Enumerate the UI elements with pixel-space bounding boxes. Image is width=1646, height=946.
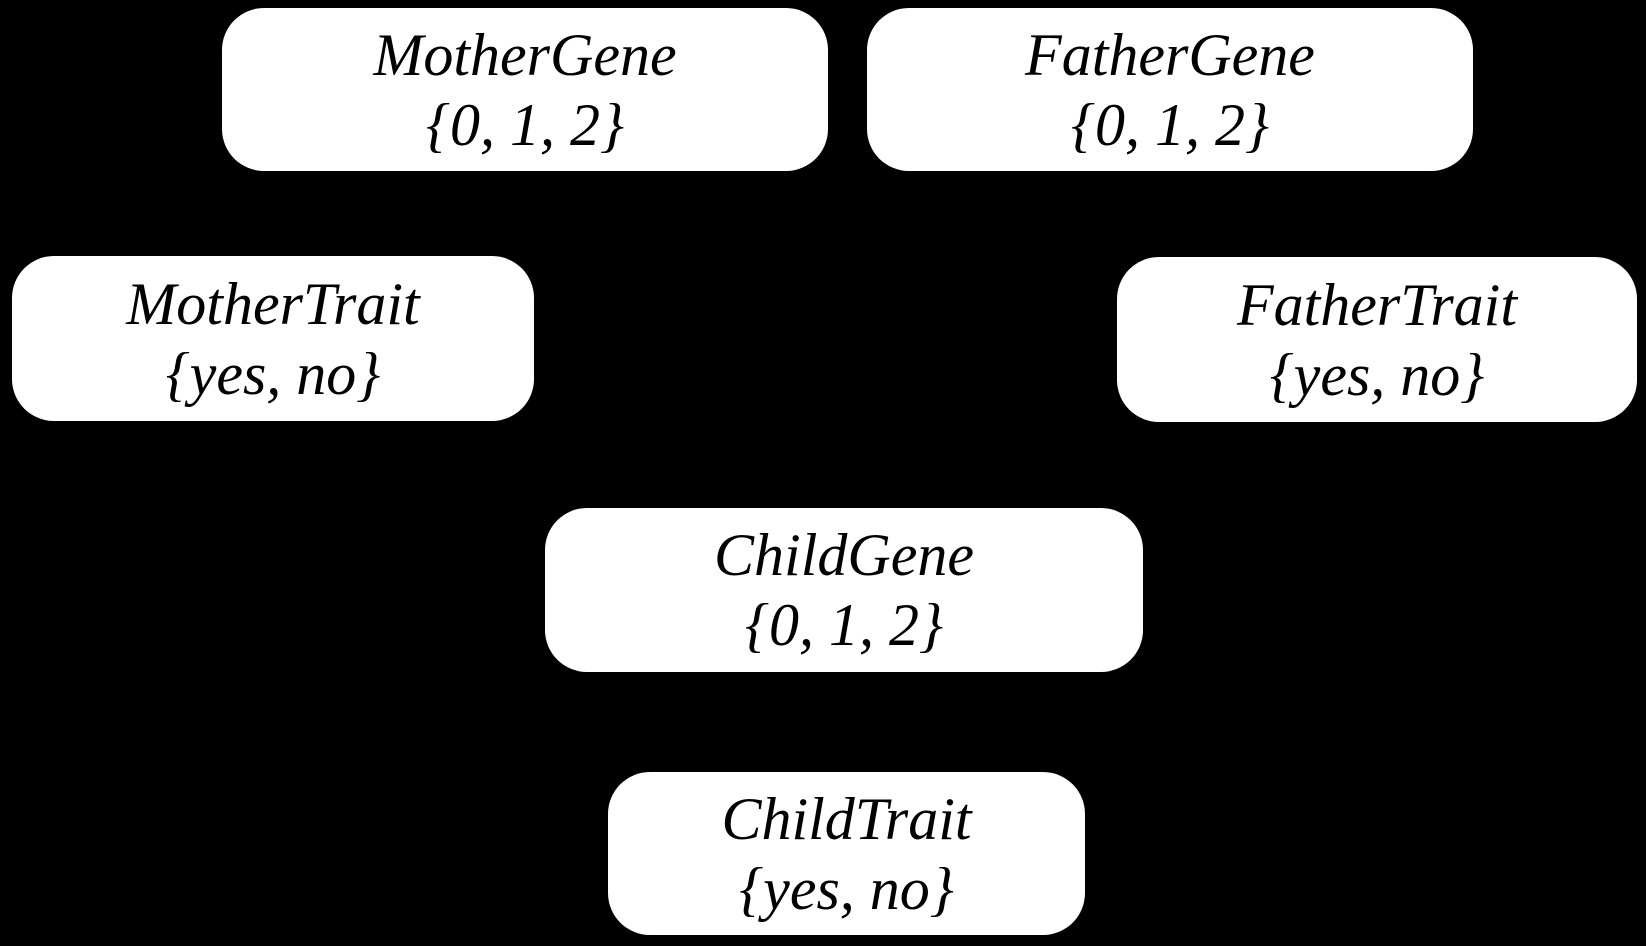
- node-mother-gene: MotherGene {0, 1, 2}: [222, 8, 828, 171]
- node-title: FatherTrait: [1236, 271, 1518, 338]
- node-father-trait: FatherTrait {yes, no}: [1117, 257, 1637, 422]
- node-value-set: {0, 1, 2}: [426, 91, 624, 158]
- node-title: MotherGene: [373, 21, 677, 88]
- node-value-set: {0, 1, 2}: [1071, 91, 1269, 158]
- node-title: ChildGene: [714, 522, 974, 588]
- node-value-set: {yes, no}: [739, 855, 954, 922]
- node-title: MotherTrait: [126, 270, 420, 337]
- node-title: FatherGene: [1025, 21, 1315, 88]
- node-child-gene: ChildGene {0, 1, 2}: [545, 508, 1143, 672]
- node-value-set: {yes, no}: [165, 340, 381, 407]
- node-value-set: {0, 1, 2}: [745, 592, 943, 658]
- node-child-trait: ChildTrait {yes, no}: [608, 772, 1085, 935]
- node-mother-trait: MotherTrait {yes, no}: [12, 256, 534, 421]
- node-title: ChildTrait: [721, 785, 972, 852]
- node-value-set: {yes, no}: [1269, 341, 1485, 408]
- node-father-gene: FatherGene {0, 1, 2}: [867, 8, 1473, 171]
